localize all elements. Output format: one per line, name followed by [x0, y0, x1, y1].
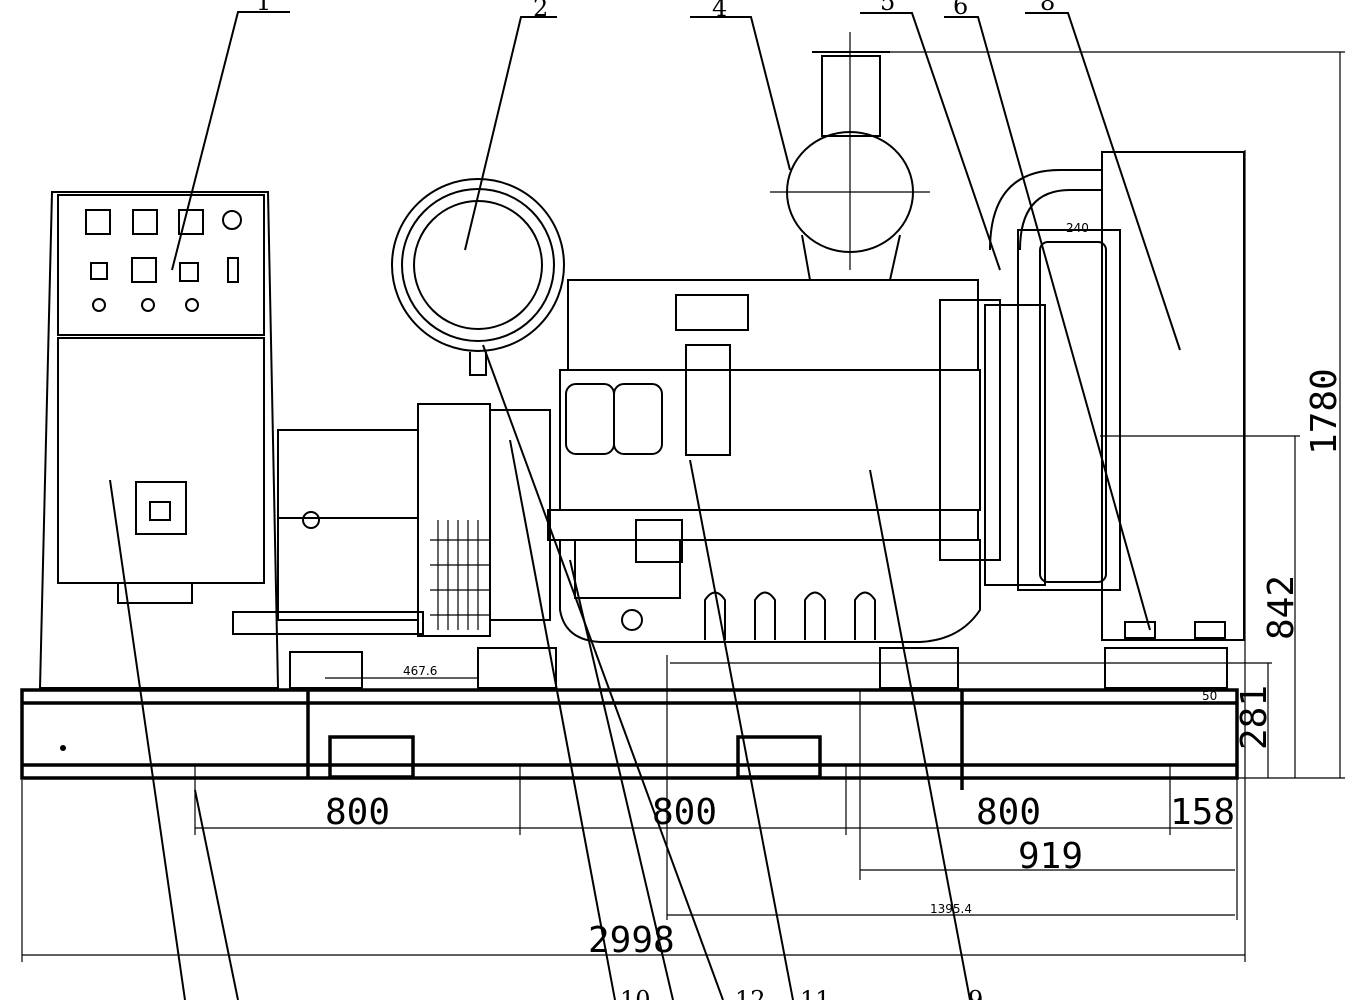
air-filter: [391, 178, 565, 376]
callout-4: 4: [712, 0, 727, 22]
dim-50: 50: [1202, 689, 1217, 703]
dim-240: 240: [1066, 221, 1089, 235]
radiator: 240: [989, 151, 1245, 641]
mounts: [289, 647, 1228, 689]
callout-6: 6: [953, 0, 968, 20]
muffler: [770, 32, 930, 281]
dim-1780: 1780: [1304, 368, 1345, 455]
callout-9: 9: [968, 986, 983, 1000]
alternator: [232, 403, 491, 637]
dimension-lines: [21, 51, 1345, 962]
control-panel: [38, 191, 280, 689]
dim-800-2: 800: [652, 792, 717, 833]
dim-800-1: 800: [325, 792, 390, 833]
callout-12: 12: [735, 986, 766, 1000]
dim-919: 919: [1018, 836, 1083, 877]
callout-8: 8: [1040, 0, 1055, 16]
dim-2998: 2998: [588, 920, 675, 961]
callout-1: 1: [256, 0, 271, 16]
dim-467: 467.6: [403, 664, 437, 678]
dim-842: 842: [1261, 575, 1302, 640]
dim-800-3: 800: [976, 792, 1041, 833]
dim-281: 281: [1234, 685, 1275, 750]
callout-11: 11: [800, 986, 831, 1000]
callout-labels: 1 2 4 5 6 8 10 12 11 9: [256, 0, 1055, 1000]
engine: [489, 279, 1046, 643]
callout-10: 10: [620, 986, 651, 1000]
callout-leaders: [109, 11, 1181, 1000]
dim-1395: 1395.4: [930, 902, 972, 916]
base-frame: [20, 688, 1239, 790]
dimension-labels: 800 800 800 158 919 1395.4 2998 467.6 50…: [325, 368, 1345, 961]
callout-5: 5: [880, 0, 895, 16]
callout-2: 2: [533, 0, 548, 22]
dim-158: 158: [1170, 792, 1235, 833]
